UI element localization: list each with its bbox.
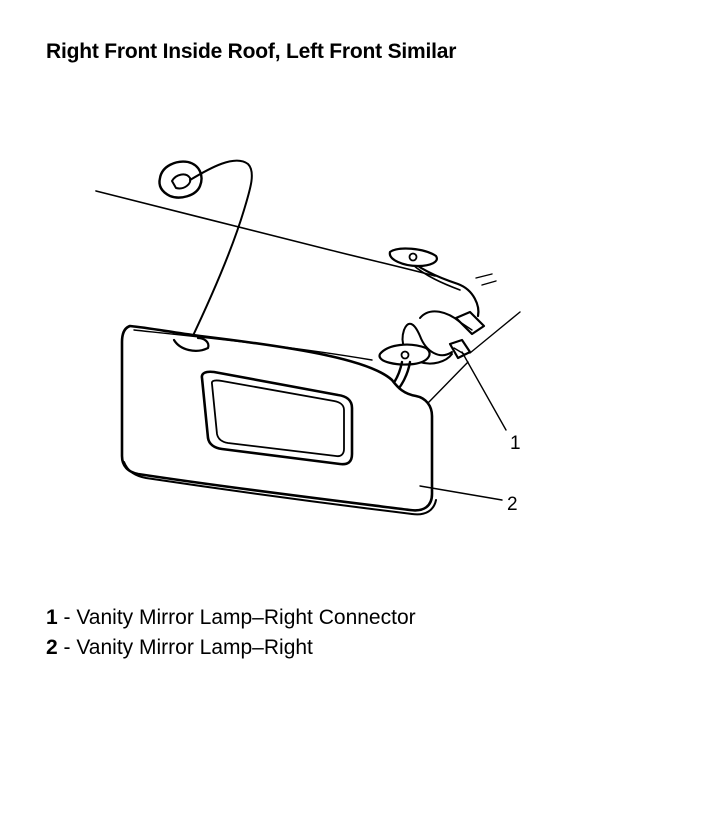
vanity-mirror xyxy=(200,370,354,466)
vanity-mirror-lamp-connector xyxy=(448,310,486,360)
connector-wire-2 xyxy=(419,310,461,323)
callout-legend: 1 - Vanity Mirror Lamp–Right Connector 2… xyxy=(46,603,416,663)
windshield-edge-line-short xyxy=(475,273,493,279)
legend-number: 1 xyxy=(46,606,58,629)
legend-description: Vanity Mirror Lamp–Right xyxy=(76,636,313,659)
legend-separator: - xyxy=(57,606,77,629)
callout-leader-1 xyxy=(461,351,507,431)
legend-item: 2 - Vanity Mirror Lamp–Right xyxy=(46,633,416,663)
visor-retainer-clip xyxy=(158,160,203,199)
legend-item: 1 - Vanity Mirror Lamp–Right Connector xyxy=(46,603,416,633)
lamp-harness-wire xyxy=(406,256,480,318)
retainer-wire xyxy=(189,159,253,343)
windshield-edge-line-short-2 xyxy=(481,280,497,286)
legend-description: Vanity Mirror Lamp–Right Connector xyxy=(76,606,416,629)
callout-number-2: 2 xyxy=(507,494,518,515)
legend-separator: - xyxy=(57,636,77,659)
windshield-edge-line xyxy=(469,311,521,354)
roof-edge-line xyxy=(95,190,436,277)
page-title: Right Front Inside Roof, Left Front Simi… xyxy=(46,40,457,63)
pillar-line xyxy=(427,361,469,404)
legend-number: 2 xyxy=(46,636,58,659)
callout-number-1: 1 xyxy=(510,433,521,454)
roof-mount-bracket xyxy=(388,247,438,268)
callout-leader-2 xyxy=(419,485,503,501)
